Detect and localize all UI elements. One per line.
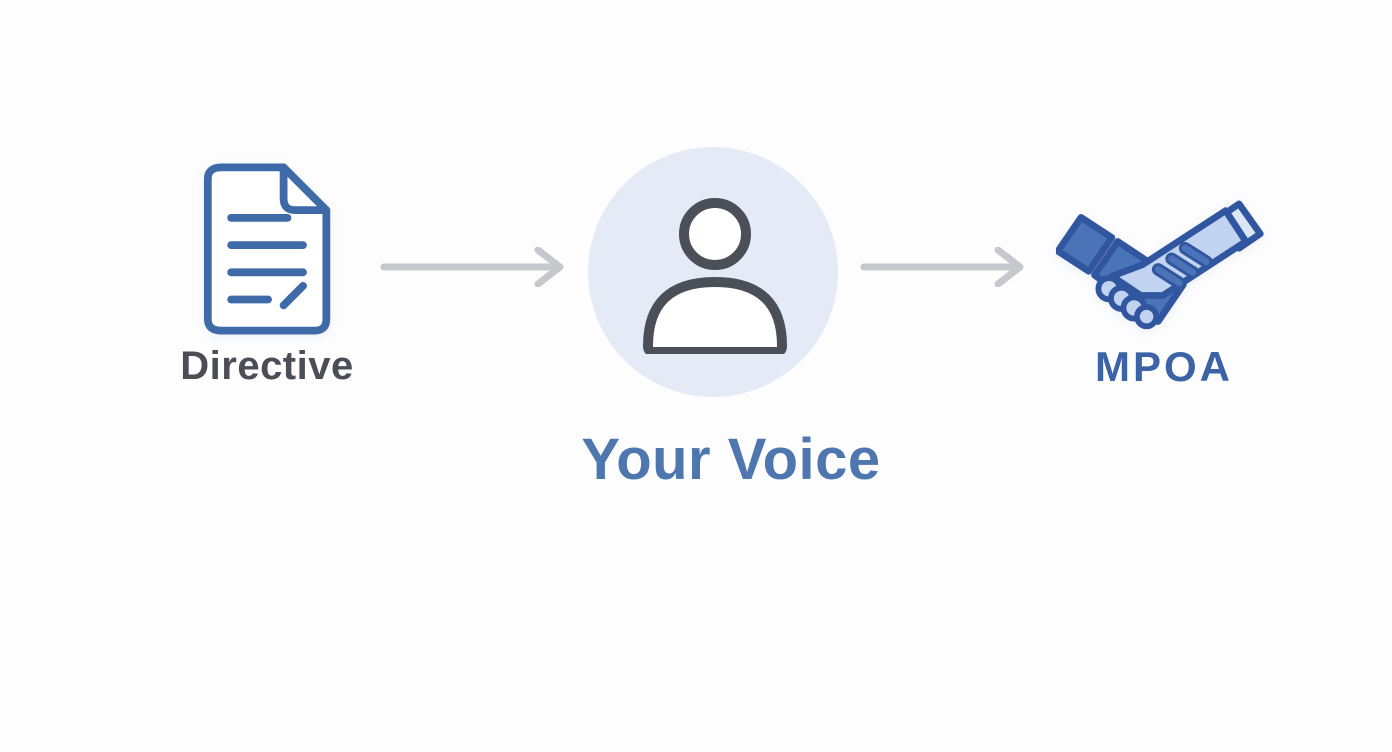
person-icon <box>643 198 787 354</box>
node-label-mpoa: MPOA <box>1095 343 1233 390</box>
document-icon <box>203 163 331 335</box>
node-label-directive: Directive <box>180 344 354 388</box>
person-circle-background <box>588 147 838 397</box>
node-label-your-voice: Your Voice <box>581 427 881 492</box>
arrow-right-icon <box>380 247 564 287</box>
handshake-icon <box>1056 200 1264 330</box>
arrow-right-icon <box>860 247 1024 287</box>
